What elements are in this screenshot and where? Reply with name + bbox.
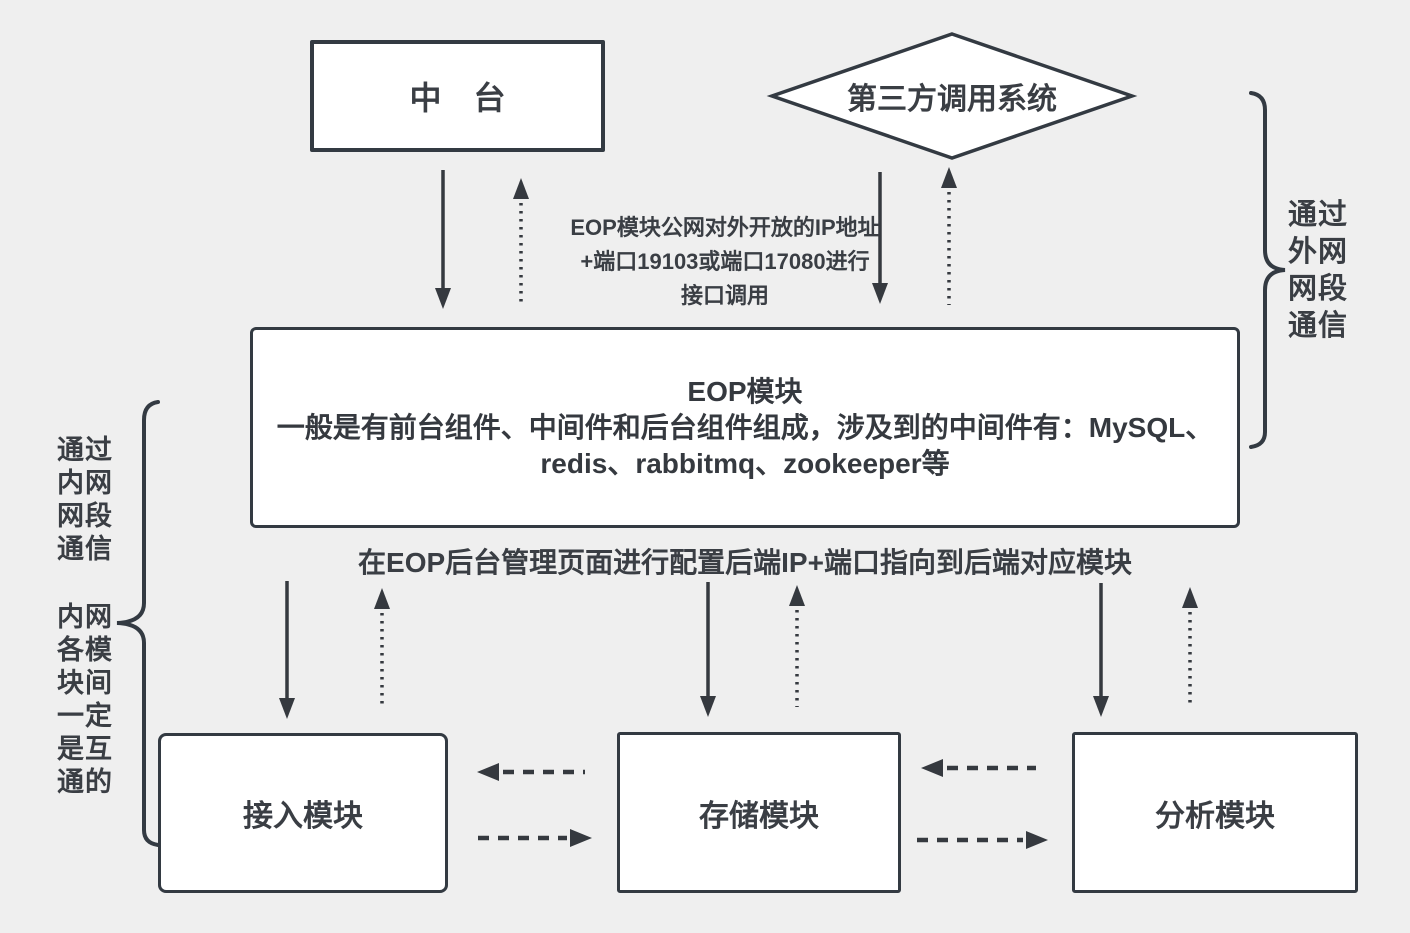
label-external-network: 通过 外网 网段 通信 xyxy=(1288,199,1349,342)
node-storage-module: 存储模块 xyxy=(617,732,901,893)
dashed-arrow-analysis-to-storage xyxy=(921,759,1036,777)
eop-title: EOP模块 xyxy=(687,375,803,407)
annotation-external-api: EOP模块公网对外开放的IP地址 +端口19103或端口17080进行 接口调用 xyxy=(570,215,880,308)
label-internal-interconnect: 内网 各模 块间 一定 是互 通的 xyxy=(57,602,113,797)
solid-arrow-zhongtai-to-eop xyxy=(435,170,451,309)
dotted-arrow-access-to-eop xyxy=(374,588,390,708)
node-third-party: 第三方调用系统 xyxy=(772,34,1132,158)
third-party-diamond-shape xyxy=(766,32,1138,160)
node-eop: EOP模块 一般是有前台组件、中间件和后台组件组成，涉及到的中间件有：MySQL… xyxy=(250,327,1240,528)
dotted-arrow-analysis-to-eop xyxy=(1182,587,1198,707)
solid-arrow-eop-to-storage xyxy=(700,582,716,717)
node-analysis-module: 分析模块 xyxy=(1072,732,1358,893)
third-party-label: 第三方调用系统 xyxy=(847,83,1057,116)
annotation-backend-config: 在EOP后台管理页面进行配置后端IP+端口指向到后端对应模块 xyxy=(358,547,1132,578)
dotted-arrow-eop-to-thirdparty xyxy=(941,167,957,305)
external-network-brace xyxy=(1249,91,1286,449)
zhongtai-label: 中 台 xyxy=(409,80,506,116)
solid-arrow-eop-to-analysis xyxy=(1093,583,1109,717)
dashed-arrow-access-to-storage xyxy=(478,829,592,847)
dotted-arrow-storage-to-eop xyxy=(789,585,805,707)
dotted-arrow-eop-to-zhongtai xyxy=(513,178,529,305)
internal-network-brace xyxy=(116,400,160,847)
storage-module-label: 存储模块 xyxy=(699,799,819,833)
eop-description: 一般是有前台组件、中间件和后台组件组成，涉及到的中间件有：MySQL、 redi… xyxy=(276,411,1214,479)
node-zhongtai: 中 台 xyxy=(310,40,605,152)
dashed-arrow-storage-to-analysis xyxy=(917,831,1048,849)
solid-arrow-thirdparty-to-eop xyxy=(872,172,888,304)
label-internal-network: 通过 内网 网段 通信 xyxy=(57,435,113,564)
solid-arrow-eop-to-access xyxy=(279,581,295,719)
analysis-module-label: 分析模块 xyxy=(1155,799,1275,833)
node-access-module: 接入模块 xyxy=(158,733,448,893)
access-module-label: 接入模块 xyxy=(243,800,363,833)
dashed-arrow-storage-to-access xyxy=(477,763,585,781)
